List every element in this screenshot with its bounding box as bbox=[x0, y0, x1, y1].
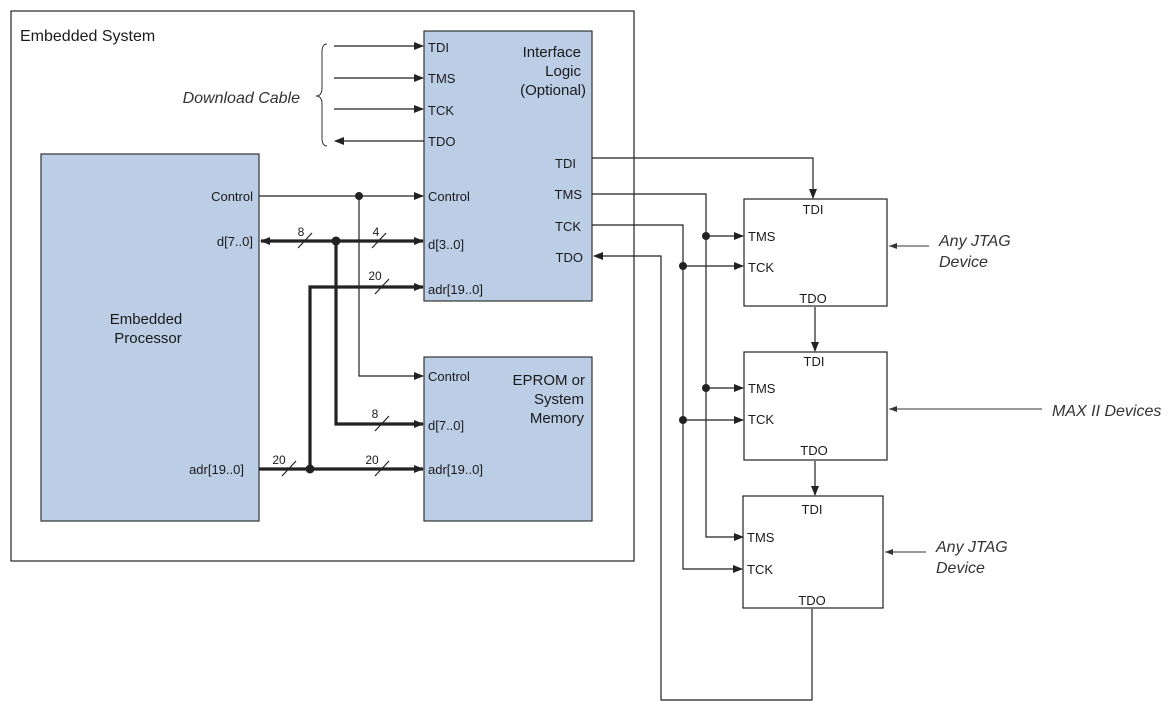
tdo-return-wire bbox=[593, 252, 813, 701]
side-label-top: Any JTAG bbox=[938, 233, 1011, 250]
iface-pin-control: Control bbox=[428, 189, 470, 204]
iface-pin-tms: TMS bbox=[428, 71, 456, 86]
bus-width-label: 20 bbox=[272, 453, 286, 467]
iface-out-tms: TMS bbox=[555, 187, 583, 202]
bus-width-label: 4 bbox=[373, 225, 380, 239]
iface-pin-data: d[3..0] bbox=[428, 237, 464, 252]
bus-slash bbox=[281, 460, 297, 477]
iface-pin-address: adr[19..0] bbox=[428, 282, 483, 297]
iface-pin-tdo: TDO bbox=[428, 134, 455, 149]
side-label-middle: MAX II Devices bbox=[1052, 403, 1161, 420]
processor-title: Processor bbox=[114, 330, 182, 347]
side-label-bottom: Any JTAG bbox=[935, 539, 1008, 556]
device-1-tdi: TDI bbox=[803, 202, 824, 217]
device-2-tms: TMS bbox=[748, 381, 776, 396]
bus-slash bbox=[374, 278, 390, 295]
eprom-title: EPROM or bbox=[512, 372, 585, 389]
interface-logic-title: (Optional) bbox=[520, 82, 586, 99]
eprom-block bbox=[423, 356, 593, 522]
processor-pin-address: adr[19..0] bbox=[189, 462, 244, 477]
tms-junction bbox=[702, 384, 710, 392]
iface-out-tdo: TDO bbox=[556, 250, 583, 265]
bus-slash bbox=[374, 460, 390, 477]
eprom-pin-data: d[7..0] bbox=[428, 418, 464, 433]
device-2-tck: TCK bbox=[748, 412, 774, 427]
tck-junction bbox=[679, 416, 687, 424]
device-3-tck: TCK bbox=[747, 562, 773, 577]
processor-pin-data: d[7..0] bbox=[217, 234, 253, 249]
adr-bus-iface bbox=[308, 283, 424, 469]
download-cable-label: Download Cable bbox=[183, 90, 301, 107]
bus-width-label: 8 bbox=[298, 225, 305, 239]
device-3-tms: TMS bbox=[747, 530, 775, 545]
bus-width-label: 20 bbox=[365, 453, 379, 467]
tms-junction bbox=[702, 232, 710, 240]
bus-slash bbox=[371, 232, 387, 249]
processor-title: Embedded bbox=[110, 311, 183, 328]
control-to-eprom-wire bbox=[358, 196, 424, 380]
embedded-system-title: Embedded System bbox=[20, 28, 155, 45]
eprom-pin-control: Control bbox=[428, 369, 470, 384]
device-3-tdo: TDO bbox=[798, 593, 825, 608]
jtag-device-3 bbox=[742, 495, 884, 609]
eprom-title: System bbox=[534, 391, 584, 408]
tck-junction bbox=[679, 262, 687, 270]
jtag-device-1 bbox=[743, 198, 888, 307]
bus-width-label: 20 bbox=[368, 269, 382, 283]
iface-out-tdi: TDI bbox=[555, 156, 576, 171]
interface-logic-title: Logic bbox=[545, 63, 581, 80]
device-2-tdi: TDI bbox=[804, 354, 825, 369]
side-label-top: Device bbox=[939, 254, 988, 271]
cable-brace bbox=[315, 43, 328, 147]
eprom-title: Memory bbox=[530, 410, 585, 427]
tms-bus-wire bbox=[592, 193, 744, 541]
device-1-tms: TMS bbox=[748, 229, 776, 244]
interface-logic-block bbox=[423, 30, 593, 302]
data-bus-eprom bbox=[334, 241, 424, 428]
bus-slash bbox=[297, 232, 313, 249]
device-3-tdi: TDI bbox=[802, 502, 823, 517]
iface-out-tck: TCK bbox=[555, 219, 581, 234]
device-2-tdo: TDO bbox=[800, 443, 827, 458]
eprom-pin-address: adr[19..0] bbox=[428, 462, 483, 477]
tdi-chain-wire bbox=[592, 157, 817, 199]
bus-slash bbox=[374, 415, 390, 432]
side-label-bottom: Device bbox=[936, 560, 985, 577]
iface-pin-tck: TCK bbox=[428, 103, 454, 118]
iface-pin-tdi: TDI bbox=[428, 40, 449, 55]
processor-pin-control: Control bbox=[211, 189, 253, 204]
interface-logic-title: Interface bbox=[523, 44, 581, 61]
device-1-tdo: TDO bbox=[799, 291, 826, 306]
embedded-processor-block bbox=[40, 153, 260, 522]
device-1-tck: TCK bbox=[748, 260, 774, 275]
bus-width-label: 8 bbox=[372, 407, 379, 421]
tck-bus-wire bbox=[592, 224, 743, 573]
jtag-device-2 bbox=[743, 351, 888, 461]
